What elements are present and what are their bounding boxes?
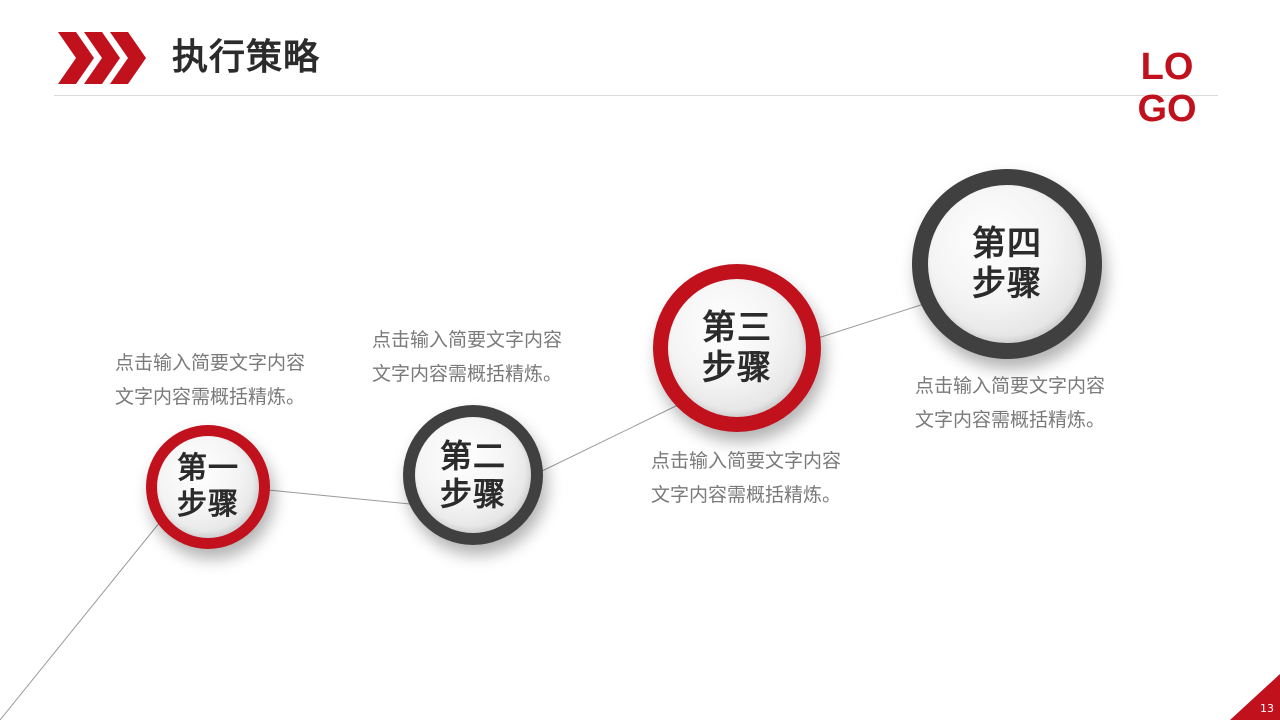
step-3-inner: 第三 步骤 bbox=[668, 279, 806, 417]
step-3-label: 第三 步骤 bbox=[702, 308, 772, 388]
step-2-circle: 第二 步骤 bbox=[403, 405, 543, 545]
step-1-description: 点击输入简要文字内容 文字内容需概括精炼。 bbox=[115, 346, 305, 414]
step-1-circle: 第一 步骤 bbox=[146, 425, 270, 549]
connector-line-1-2 bbox=[267, 489, 411, 505]
step-2-desc-line2: 文字内容需概括精炼。 bbox=[372, 363, 563, 385]
connector-line-3-4 bbox=[817, 303, 925, 339]
header-divider bbox=[54, 95, 1218, 96]
chevron-arrows-icon bbox=[58, 32, 146, 84]
step-1-inner: 第一 步骤 bbox=[157, 436, 259, 538]
step-2-inner: 第二 步骤 bbox=[415, 417, 531, 533]
step-2-label: 第二 步骤 bbox=[439, 437, 506, 513]
step-1-desc-line1: 点击输入简要文字内容 bbox=[115, 352, 306, 374]
step-4-description: 点击输入简要文字内容 文字内容需概括精炼。 bbox=[915, 369, 1105, 437]
step-3-desc-line2: 文字内容需概括精炼。 bbox=[651, 484, 842, 506]
step-4-desc-line2: 文字内容需概括精炼。 bbox=[915, 409, 1106, 431]
step-3-desc-line1: 点击输入简要文字内容 bbox=[651, 450, 842, 472]
step-4-inner: 第四 步骤 bbox=[928, 185, 1086, 343]
step-4-desc-line1: 点击输入简要文字内容 bbox=[915, 375, 1106, 397]
step-2-desc-line1: 点击输入简要文字内容 bbox=[372, 329, 563, 351]
connector-line-start bbox=[0, 521, 161, 720]
step-4-circle: 第四 步骤 bbox=[912, 169, 1102, 359]
step-2-description: 点击输入简要文字内容 文字内容需概括精炼。 bbox=[372, 323, 562, 391]
corner-triangle-icon bbox=[1230, 674, 1280, 720]
step-3-circle: 第三 步骤 bbox=[653, 264, 821, 432]
step-1-desc-line2: 文字内容需概括精炼。 bbox=[115, 386, 306, 408]
step-3-description: 点击输入简要文字内容 文字内容需概括精炼。 bbox=[651, 444, 841, 512]
step-4-label: 第四 步骤 bbox=[972, 224, 1042, 304]
page-title: 执行策略 bbox=[172, 37, 321, 78]
logo: LOGO bbox=[1137, 46, 1197, 130]
page-number: 13 bbox=[1260, 702, 1274, 715]
step-1-label: 第一 步骤 bbox=[177, 451, 239, 522]
connector-line-2-3 bbox=[539, 403, 681, 473]
